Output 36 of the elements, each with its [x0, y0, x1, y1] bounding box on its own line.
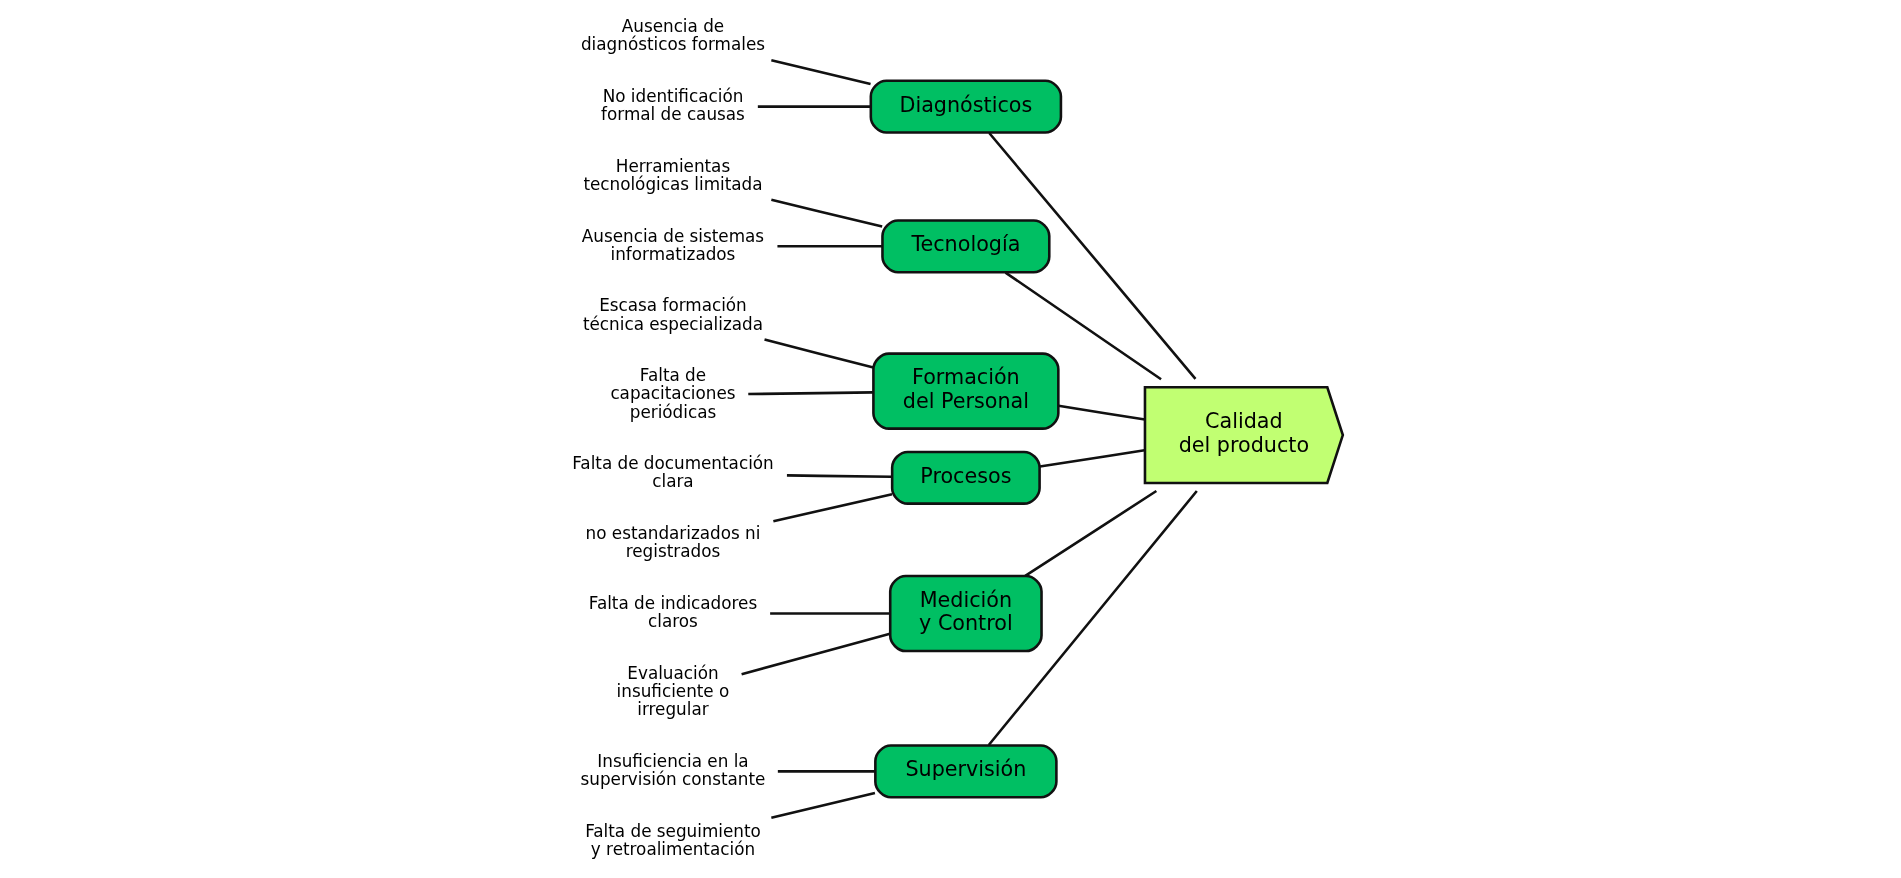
node-box: Diagnósticos	[869, 79, 1062, 134]
connector	[786, 474, 892, 479]
connector	[777, 770, 875, 773]
connector	[1024, 489, 1157, 578]
node-box: Procesos	[890, 450, 1041, 505]
node-text: Evaluación insuficiente o irregular	[616, 662, 729, 719]
connector	[987, 132, 1196, 380]
connector	[763, 338, 874, 369]
connector	[772, 493, 892, 523]
connector	[770, 791, 875, 820]
connector	[770, 198, 882, 228]
connector	[769, 612, 890, 615]
connector	[987, 490, 1198, 746]
node-box: Supervisión	[873, 744, 1058, 799]
connector	[747, 391, 873, 396]
node-text: Insuficiencia en la supervisión constante	[579, 750, 765, 789]
node-box: Tecnología	[880, 219, 1051, 274]
connector	[776, 245, 882, 248]
node-text: Ausencia de sistemas informatizados	[581, 225, 764, 264]
connector	[770, 58, 871, 86]
node-text: Escasa formación técnica especializada	[582, 295, 763, 334]
node-text: Falta de capacitaciones periódicas	[609, 365, 736, 422]
connector	[740, 632, 890, 676]
connector	[757, 105, 870, 108]
connector	[1004, 271, 1162, 381]
node-text: Falta de documentación clara	[571, 453, 774, 492]
node-text: no estandarizados ni registrados	[585, 523, 760, 562]
node-text: Falta de indicadores claros	[588, 592, 757, 632]
connector	[1039, 449, 1145, 468]
node-text: Ausencia de diagnósticos formales	[580, 16, 765, 55]
node-box: Formación del Personal	[871, 352, 1060, 430]
node-text: Falta de seguimiento y retroalimentación	[584, 820, 761, 859]
node-box: Medición y Control	[888, 574, 1043, 653]
node-text: No identificación formal de causas	[600, 86, 745, 125]
node-text: Herramientas tecnológicas limitada	[582, 155, 763, 194]
connector	[1057, 404, 1145, 421]
